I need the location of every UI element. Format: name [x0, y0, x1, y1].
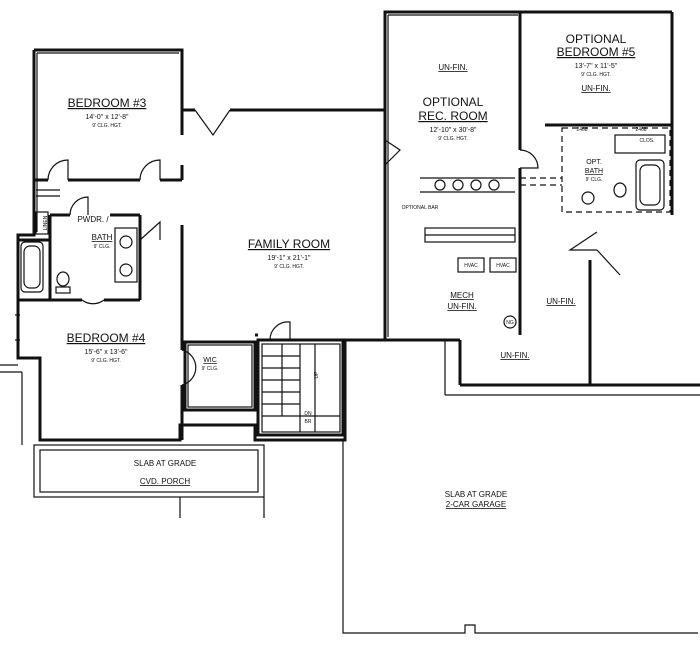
bath-ceiling: 9' CLG.	[94, 244, 111, 250]
bedroom5-line2: BEDROOM #5	[557, 45, 636, 59]
stairs-dn: DN	[304, 411, 312, 417]
unfin-top-label: UN-FIN.	[438, 63, 467, 72]
rec-ceiling: 9' CLG. HGT.	[438, 136, 468, 142]
optional-bar-label: OPTIONAL BAR	[402, 205, 439, 211]
garage-line1: SLAB AT GRADE	[445, 490, 507, 499]
rec-line1: OPTIONAL	[423, 95, 484, 109]
garage-line2: 2-CAR GARAGE	[446, 500, 506, 509]
hvac-1-label: HVAC	[464, 263, 478, 269]
family-room-ceiling: 9' CLG. HGT.	[274, 264, 304, 270]
right-wing-walls	[345, 10, 700, 396]
left-wing-walls	[0, 10, 520, 445]
door-2468-b: 2468	[635, 127, 646, 133]
bedroom3-ceiling: 9' CLG. HGT.	[92, 123, 122, 129]
pwdr-label: PWDR. /	[77, 215, 109, 224]
unfin-right-label: UN-FIN.	[546, 297, 575, 306]
unfin-bottom-label: UN-FIN.	[500, 351, 529, 360]
stair-treads	[262, 344, 340, 432]
mech-line2: UN-FIN.	[447, 302, 476, 311]
bedroom4-dims: 15'-6" x 13'-6"	[84, 349, 128, 356]
door-swings	[47, 109, 621, 386]
wic-label: WIC	[203, 357, 217, 364]
opt-bath-line1: OPT.	[586, 159, 602, 166]
bedroom5-ceiling: 9' CLG. HGT.	[581, 72, 611, 78]
stairs-br: BR	[305, 419, 312, 425]
opt-bath-line2: BATH	[585, 168, 603, 175]
bedroom3-dims: 14'-0" x 12'-8"	[85, 114, 129, 121]
hvac-2-label: HVAC	[496, 263, 510, 269]
porch-line1: SLAB AT GRADE	[134, 459, 196, 468]
clos-label: CLOS.	[639, 138, 654, 144]
linen-label: LINEN	[43, 215, 49, 230]
rec-dims: 12'-10" x 30'-8"	[430, 127, 477, 134]
bedroom4-name: BEDROOM #4	[67, 331, 146, 345]
door-2468-a: 2468	[576, 127, 587, 133]
bedroom5-unfin: UN-FIN.	[581, 84, 610, 93]
family-room-name: FAMILY ROOM	[248, 237, 330, 251]
stairs-up: UP	[314, 371, 320, 379]
ng-label: NG	[506, 320, 514, 326]
porch-line2: CVD. PORCH	[140, 477, 190, 486]
bath-label: BATH	[92, 233, 113, 242]
mech-line1: MECH	[450, 291, 474, 300]
room-labels: BEDROOM #3 14'-0" x 12'-8" 9' CLG. HGT. …	[43, 32, 655, 509]
opt-bath-ceiling: 9' CLG.	[586, 177, 603, 183]
bedroom3-name: BEDROOM #3	[68, 96, 147, 110]
porch-garage-outline	[33, 440, 698, 634]
wic-ceiling: 9' CLG.	[202, 366, 219, 372]
bedroom4-ceiling: 9' CLG. HGT.	[91, 358, 121, 364]
bedroom5-dims: 13'-7" x 11'-5"	[575, 63, 618, 70]
rec-line2: REC. ROOM	[418, 109, 487, 123]
family-room-dims: 19'-1" x 21'-1"	[267, 255, 311, 262]
bedroom5-line1: OPTIONAL	[566, 32, 627, 46]
